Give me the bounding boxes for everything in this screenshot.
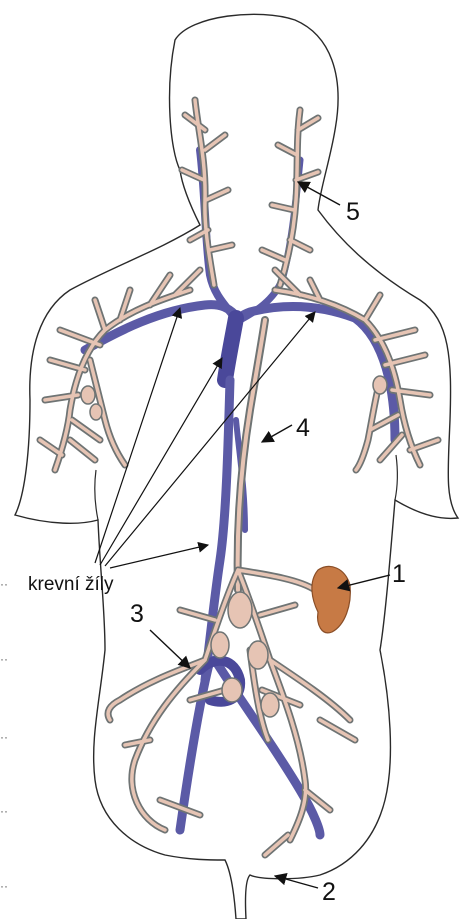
lymph-node <box>228 592 252 628</box>
lymphatic-vessels <box>40 100 438 855</box>
callout-label-3: 3 <box>130 600 144 628</box>
svg-text:··: ·· <box>0 879 8 893</box>
vena-cava-superior <box>225 318 236 380</box>
svg-text:··: ·· <box>0 730 8 744</box>
arrow-4 <box>262 425 292 442</box>
lymph-node <box>81 386 95 404</box>
lymph-node <box>222 678 242 702</box>
lymph-node <box>373 376 387 394</box>
spleen-icon <box>312 566 350 632</box>
edge-dot-leaders: ·· ·· ·· ·· ·· <box>0 577 8 893</box>
svg-text:··: ·· <box>0 652 8 666</box>
body-outline <box>15 14 458 919</box>
arm-crease-left <box>95 470 98 520</box>
lymph-node <box>211 632 229 658</box>
leader-line <box>110 545 208 568</box>
arrow-3 <box>150 630 190 668</box>
callout-label-2: 2 <box>322 878 336 906</box>
leader-line <box>100 358 222 565</box>
callout-label-5: 5 <box>346 198 360 226</box>
lymph-node <box>261 693 279 717</box>
veins-label: krevní žíly <box>28 574 114 595</box>
lymph-neck-right <box>262 110 318 285</box>
svg-text:··: ·· <box>0 804 8 818</box>
lymph-node <box>90 404 102 420</box>
svg-text:··: ·· <box>0 577 8 591</box>
arm-crease-right <box>395 455 397 500</box>
callout-label-1: 1 <box>392 560 406 588</box>
lymph-node <box>248 641 268 669</box>
vein-leader-lines <box>95 308 315 568</box>
thoracic-duct <box>238 320 265 590</box>
callout-label-4: 4 <box>296 414 310 442</box>
